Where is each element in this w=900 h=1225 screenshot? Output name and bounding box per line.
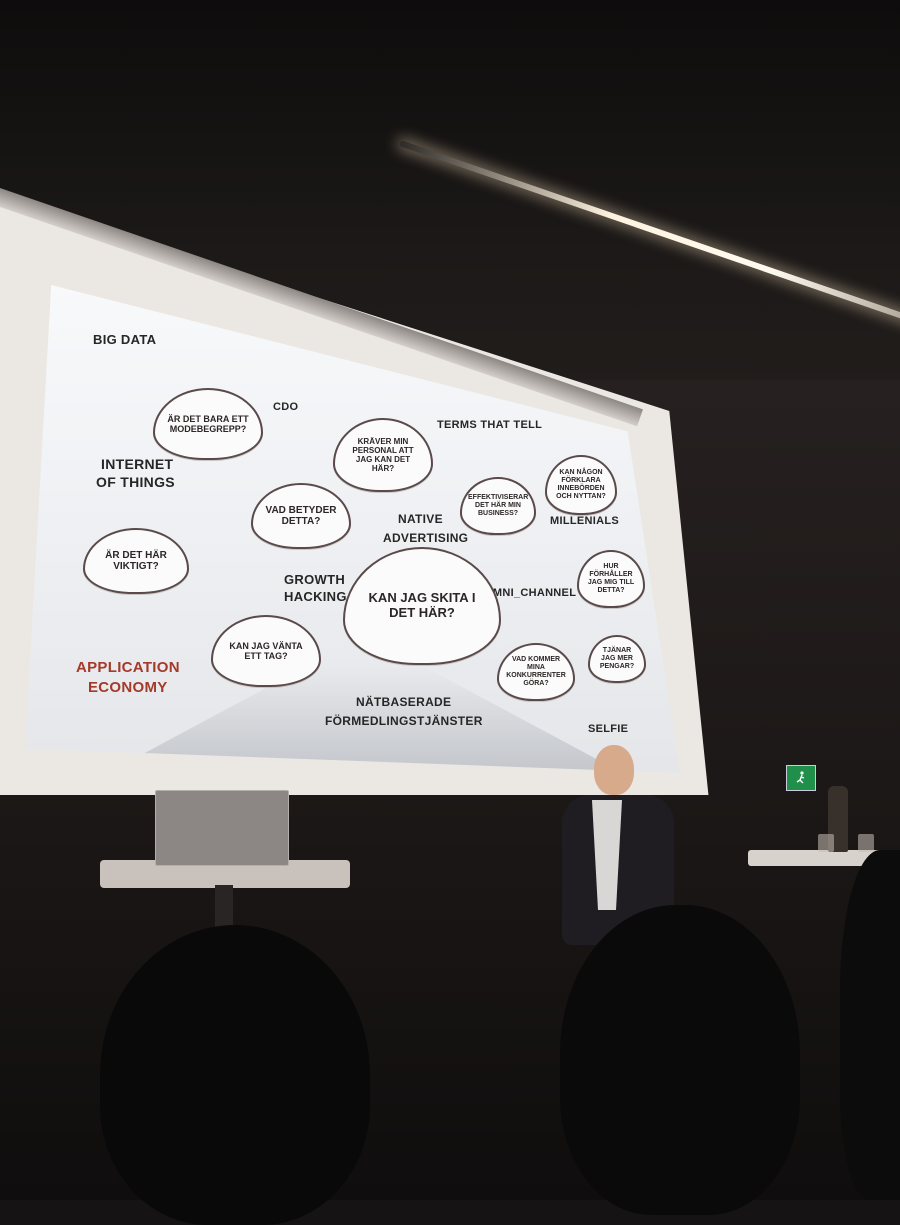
term-internet-of-things-line2: OF THINGS [96,474,175,490]
term-natbaserade-line2: FÖRMEDLINGSTJÄNSTER [325,714,483,728]
term-growth-hacking-line2: HACKING [284,589,347,604]
cloud-forklara: KAN NÅGON FÖRKLARA INNEBÖRDEN OCH NYTTAN… [545,455,617,515]
term-growth-hacking-line1: GROWTH [284,572,346,587]
cloud-viktigt-text: ÄR DET HÄR VIKTIGT? [105,549,167,573]
cloud-modebegrepp-text: ÄR DET BARA ETT MODEBEGREPP? [167,413,249,434]
cloud-forhaller: HUR FÖRHÅLLER JAG MIG TILL DETTA? [577,550,645,608]
audience-head [560,905,800,1215]
term-native-advertising-line1: NATIVE [398,512,443,526]
term-native-advertising-line2: ADVERTISING [383,531,469,545]
glass [818,834,834,852]
cloud-vad-betyder-text: VAD BETYDER DETTA? [265,504,337,528]
term-internet-of-things-line1: INTERNET [101,456,174,472]
cloud-forklara-text: KAN NÅGON FÖRKLARA INNEBÖRDEN OCH NYTTAN… [556,468,606,501]
cloud-effektiviserar-text: EFFEKTIVISERAR DET HÄR MIN BUSINESS? [468,493,529,518]
term-application-economy-line1: APPLICATION [76,659,180,676]
term-cdo: CDO [273,401,299,413]
term-millenials: MILLENIALS [550,515,619,527]
cloud-vad-betyder: VAD BETYDER DETTA? [251,483,351,549]
cloud-konkurrenter-text: VAD KOMMER MINA KONKURRENTER GÖRA? [506,655,566,688]
cloud-personal: KRÄVER MIN PERSONAL ATT JAG KAN DET HÄR? [333,418,433,492]
cloud-konkurrenter: VAD KOMMER MINA KONKURRENTER GÖRA? [497,643,575,701]
cloud-forhaller-text: HUR FÖRHÅLLER JAG MIG TILL DETTA? [587,562,635,595]
side-table [748,850,886,866]
cloud-modebegrepp: ÄR DET BARA ETT MODEBEGREPP? [153,388,263,460]
term-natbaserade-line1: NÄTBASERADE [356,695,452,709]
cloud-pengar-text: TJÄNAR JAG MER PENGAR? [599,646,635,671]
cloud-personal-text: KRÄVER MIN PERSONAL ATT JAG KAN DET HÄR? [352,436,414,474]
exit-sign-icon [786,765,816,791]
cloud-pengar: TJÄNAR JAG MER PENGAR? [588,635,646,683]
term-selfie: SELFIE [588,723,629,735]
audience-head [840,850,900,1200]
cloud-viktigt: ÄR DET HÄR VIKTIGT? [83,528,189,594]
term-terms-that-tell: TERMS THAT TELL [437,419,543,431]
cloud-main-question-text: KAN JAG SKITA I DET HÄR? [368,590,476,620]
laptop [155,790,289,866]
cloud-vanta-text: KAN JAG VÄNTA ETT TAG? [229,640,303,661]
cloud-vanta: KAN JAG VÄNTA ETT TAG? [211,615,321,687]
term-omni-channel: OMNI_CHANNEL [484,587,577,599]
term-big-data: BIG DATA [93,332,157,347]
term-application-economy-line2: ECONOMY [88,679,168,696]
glass [858,834,874,852]
cloud-main-question: KAN JAG SKITA I DET HÄR? [343,547,501,665]
speaker-head [594,745,634,795]
audience-head [100,925,370,1225]
cloud-effektiviserar: EFFEKTIVISERAR DET HÄR MIN BUSINESS? [460,477,536,535]
